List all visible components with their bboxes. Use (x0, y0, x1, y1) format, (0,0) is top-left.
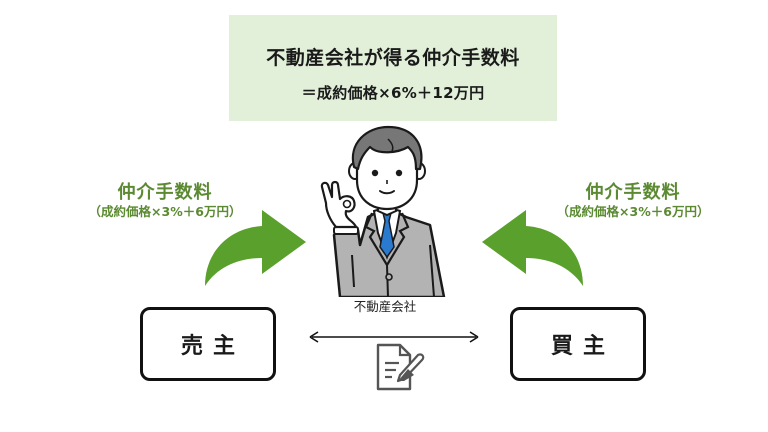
seller-fee-title: 仲介手数料 (117, 182, 213, 203)
seller-fee-detail: （成約価格×3%＋6万円） (88, 204, 242, 219)
document-signing-icon (376, 343, 425, 391)
buyer-box: 買主 (510, 307, 646, 381)
buyer-fee-detail: （成約価格×3%＋6万円） (556, 204, 710, 219)
seller-fee-label: 仲介手数料 （成約価格×3%＋6万円） (50, 182, 280, 220)
double-headed-arrow-icon (309, 331, 479, 343)
seller-box: 売主 (140, 307, 276, 381)
formula-title: 不動産会社が得る仲介手数料 (266, 47, 520, 69)
curved-arrow-right-icon (205, 210, 306, 286)
buyer-fee-title: 仲介手数料 (585, 182, 681, 203)
curved-arrow-left-icon (482, 210, 583, 286)
buyer-fee-label: 仲介手数料 （成約価格×3%＋6万円） (518, 182, 748, 220)
formula-expression: ＝成約価格×6%＋12万円 (301, 84, 485, 102)
businessman-ok-gesture-icon (320, 125, 446, 297)
formula-box: 不動産会社が得る仲介手数料 ＝成約価格×6%＋12万円 (229, 15, 557, 121)
real-estate-company-label: 不動産会社 (353, 299, 417, 314)
